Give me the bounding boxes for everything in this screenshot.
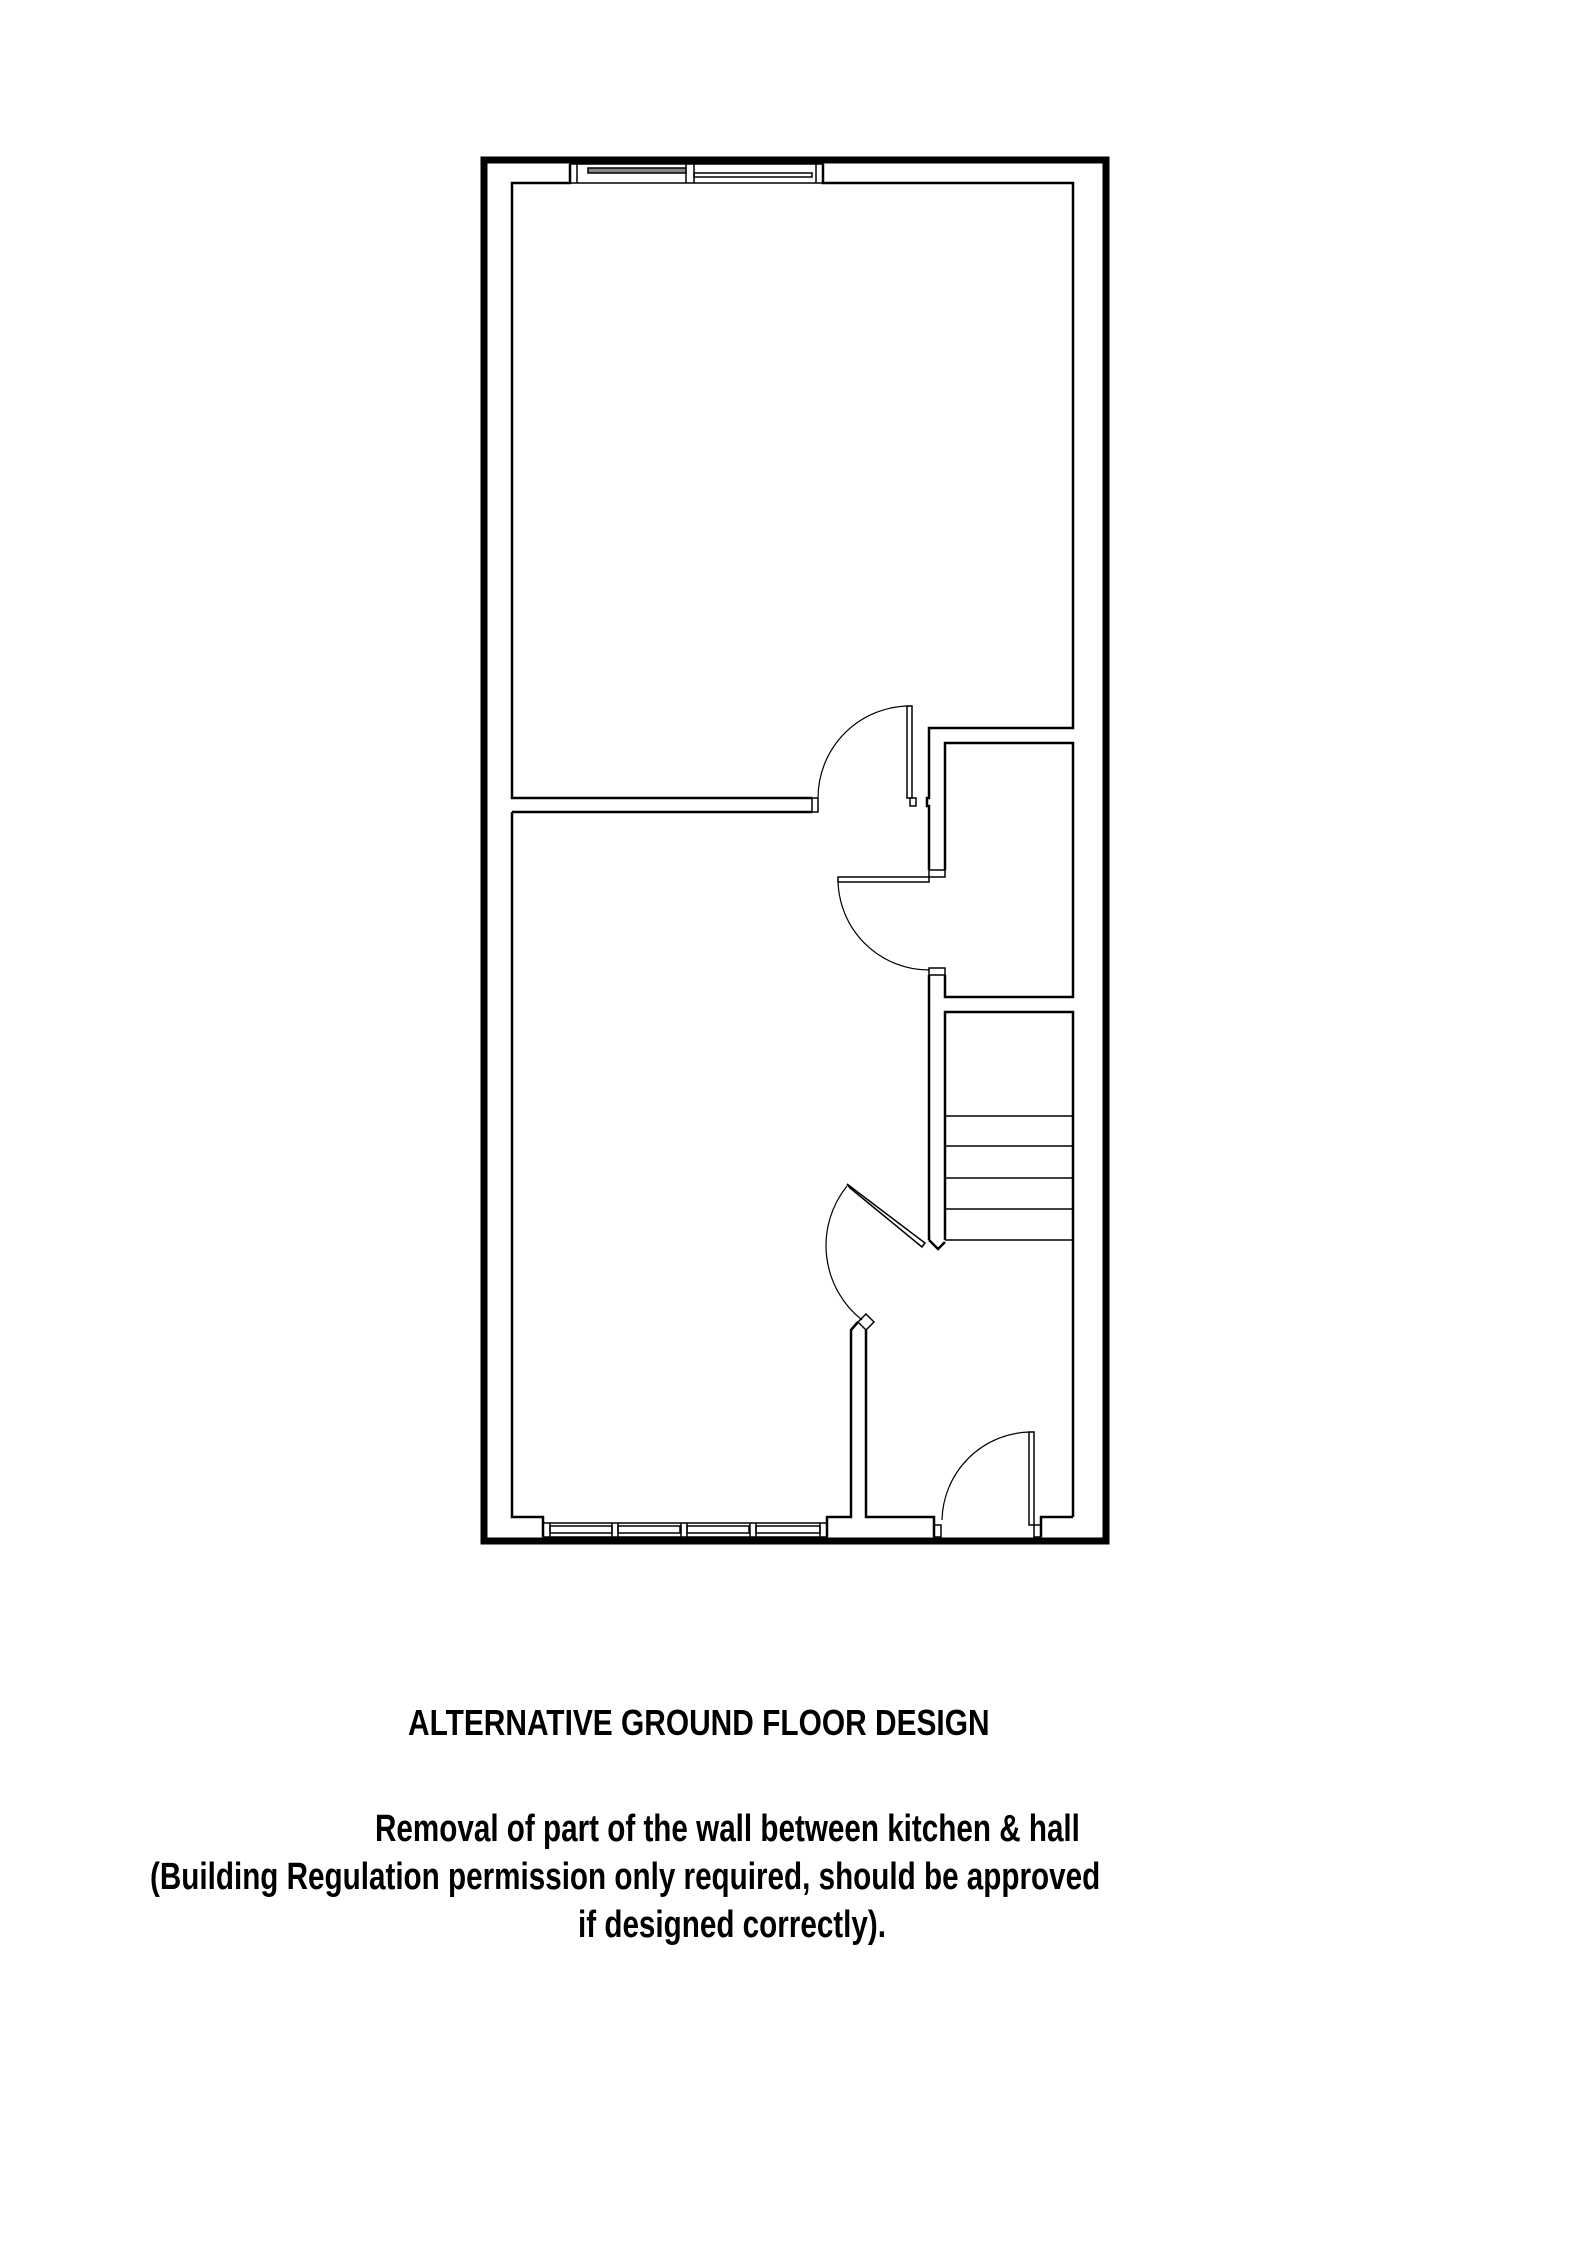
note-text: (Building Regulation permission only req…: [150, 1856, 1101, 1898]
rear-room-door: [817, 705, 917, 807]
front-room-wall: [510, 812, 936, 1537]
cupboard-wall: [943, 741, 1075, 999]
floor-plan-drawing: [480, 156, 1110, 1545]
stair: [927, 975, 1075, 1517]
outer-wall: [480, 156, 1110, 1545]
rear-room-wall: [510, 164, 1075, 870]
front-entrance-door: [933, 1431, 1073, 1538]
plan-title-text: ALTERNATIVE GROUND FLOOR DESIGN: [408, 1702, 990, 1743]
note-text: Removal of part of the wall between kitc…: [375, 1808, 1080, 1850]
cupboard-door: [837, 876, 930, 971]
front-room-door: [825, 1183, 927, 1332]
rear-window: [569, 163, 824, 184]
front-window: [542, 1522, 828, 1538]
note-text: if designed correctly).: [578, 1904, 887, 1946]
